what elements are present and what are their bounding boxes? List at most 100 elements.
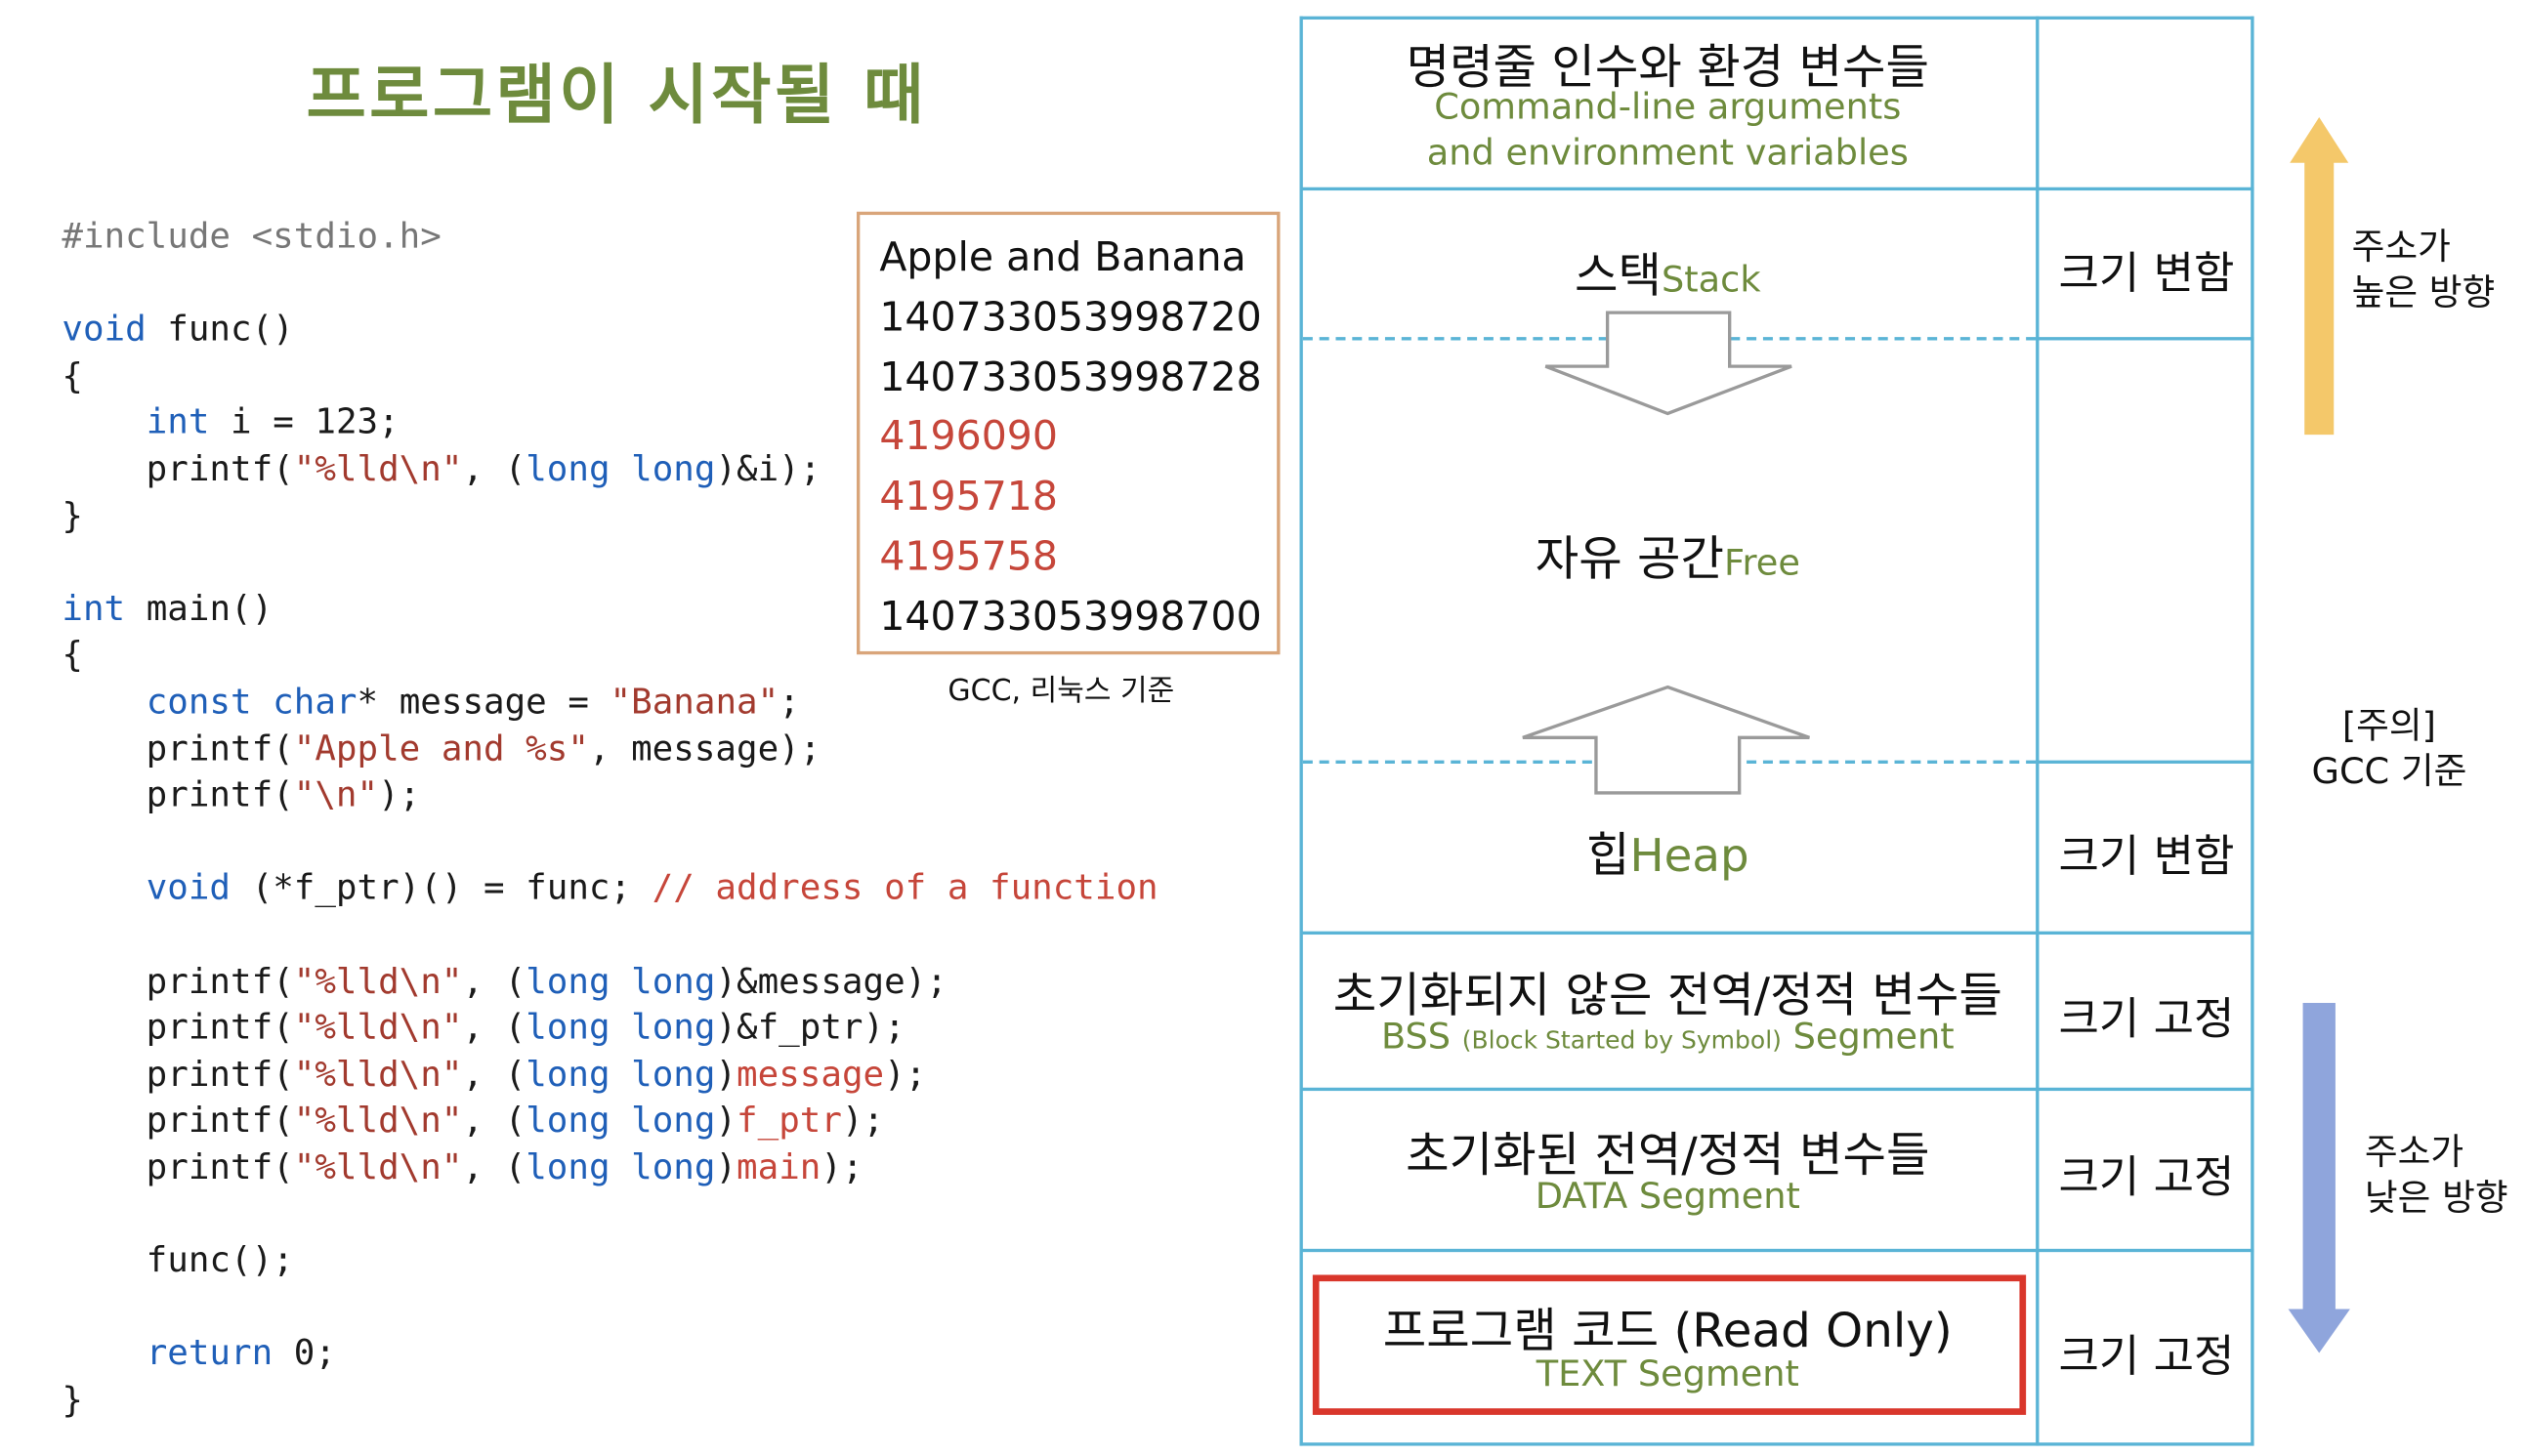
code-token: ); — [884, 1054, 927, 1096]
code-token: printf( — [62, 774, 294, 816]
code-line: } — [62, 494, 1158, 541]
code-line: void func() — [62, 308, 1158, 354]
code-token: return — [146, 1333, 274, 1375]
code-line: printf("%lld\n", (long long)main); — [62, 1146, 1158, 1193]
code-token: long long — [526, 1147, 716, 1188]
memory-border-middle — [2036, 16, 2040, 1446]
memory-border-top — [1299, 16, 2254, 21]
memory-border-left — [1299, 16, 1303, 1446]
code-token: #include <stdio.h> — [62, 216, 442, 258]
code-token: long long — [526, 1101, 716, 1143]
stack-label: 스택Stack — [1575, 247, 1761, 304]
code-token: long long — [526, 449, 716, 490]
code-token: , ( — [462, 449, 526, 490]
output-line: 140733053998728 — [879, 353, 1262, 400]
divider-args-stack — [1299, 187, 2254, 191]
code-line: void (*f_ptr)() = func; // address of a … — [62, 867, 1158, 914]
code-line: printf("%lld\n", (long long)&f_ptr); — [62, 1007, 1158, 1054]
page-title: 프로그램이 시작될 때 — [306, 59, 927, 134]
code-token: "%lld\n" — [293, 1101, 463, 1143]
address-high-arrow — [2290, 117, 2349, 436]
code-token: "%lld\n" — [293, 449, 463, 490]
code-token: f_ptr — [737, 1101, 842, 1143]
code-token: ); — [841, 1101, 885, 1143]
memory-layout-diagram: 명령줄 인수와 환경 변수들 Command-line arguments an… — [1299, 16, 2254, 1446]
code-token — [62, 682, 146, 723]
divider-data-text — [1299, 1248, 2254, 1253]
code-token: printf( — [62, 728, 294, 770]
code-token: int — [62, 589, 126, 630]
code-token: "\n" — [293, 774, 379, 816]
stack-grow-down-arrow — [1544, 311, 1792, 416]
args-english-1: Command-line arguments — [1434, 88, 1902, 129]
code-token: long long — [526, 1008, 716, 1049]
heap-grow-up-arrow — [1522, 685, 1810, 795]
code-token: "Banana" — [610, 682, 779, 724]
code-token: { — [62, 355, 83, 397]
bss-english: BSS (Block Started by Symbol) Segment — [1380, 1018, 1955, 1059]
output-line: 4195758 — [879, 532, 1058, 580]
args-label: 명령줄 인수와 환경 변수들 — [1406, 39, 1930, 95]
code-token: long long — [526, 961, 716, 1003]
code-line: return 0; — [62, 1332, 1158, 1379]
divider-size-stack — [2036, 337, 2254, 341]
code-token: )&message); — [715, 961, 947, 1003]
code-line: int main() — [62, 587, 1158, 634]
code-token: ); — [378, 774, 421, 816]
code-token: void — [62, 310, 147, 351]
code-line: { — [62, 634, 1158, 681]
code-token: message — [737, 1054, 885, 1096]
code-token: const char — [146, 682, 358, 724]
divider-heap-bss — [1299, 931, 2254, 936]
gcc-note: [주의]GCC 기준 — [2311, 706, 2467, 793]
output-line: Apple and Banana — [879, 232, 1246, 280]
code-token: ); — [821, 1147, 863, 1188]
code-token: i = 123; — [209, 402, 400, 444]
code-token: main() — [125, 589, 274, 630]
code-token: { — [62, 635, 83, 677]
code-token: main — [737, 1147, 821, 1188]
divider-size-heap — [2036, 760, 2254, 764]
data-size-label: 크기 고정 — [2058, 1152, 2235, 1204]
code-token — [62, 402, 146, 443]
text-english: TEXT Segment — [1536, 1354, 1799, 1395]
bss-size-label: 크기 고정 — [2058, 994, 2235, 1046]
code-token: , ( — [462, 1008, 526, 1049]
free-label: 자유 공간Free — [1535, 530, 1800, 587]
code-token: void — [146, 868, 232, 909]
code-token: 0; — [273, 1333, 336, 1375]
code-token: printf( — [62, 961, 294, 1003]
code-token: ) — [715, 1054, 737, 1096]
heap-size-label: 크기 변함 — [2058, 831, 2235, 883]
code-token: "Apple and %s" — [293, 728, 589, 770]
code-token: "%lld\n" — [293, 1008, 463, 1049]
code-token: printf( — [62, 1101, 294, 1143]
code-token: printf( — [62, 1147, 294, 1188]
code-line: { — [62, 354, 1158, 401]
args-english-2: and environment variables — [1426, 133, 1909, 175]
code-token — [62, 1334, 146, 1375]
code-line: #include <stdio.h> — [62, 215, 1158, 262]
code-line: printf("%lld\n", (long long)message); — [62, 1053, 1158, 1100]
code-token: , message); — [588, 728, 821, 770]
code-token: )&i); — [715, 449, 821, 490]
code-line: printf("%lld\n", (long long)f_ptr); — [62, 1100, 1158, 1146]
output-line: 140733053998720 — [879, 292, 1262, 341]
code-token: long long — [526, 1054, 716, 1096]
code-token: (*f_ptr)() = func; — [231, 868, 653, 909]
address-low-arrow — [2288, 1003, 2350, 1353]
code-line — [62, 1286, 1158, 1333]
code-line: printf("%lld\n", (long long)&i); — [62, 447, 1158, 494]
data-label: 초기화된 전역/정적 변수들 — [1406, 1126, 1930, 1183]
divider-bss-data — [1299, 1087, 2254, 1092]
code-token: } — [62, 495, 83, 537]
heap-label: 힙Heap — [1586, 826, 1749, 883]
code-token: , ( — [462, 1054, 526, 1096]
output-box: Apple and Banana 140733053998720 140733053… — [856, 211, 1281, 655]
code-token: "%lld\n" — [293, 1054, 463, 1096]
code-token: , ( — [462, 1101, 526, 1143]
stack-size-label: 크기 변함 — [2058, 249, 2235, 300]
code-line: int i = 123; — [62, 401, 1158, 448]
